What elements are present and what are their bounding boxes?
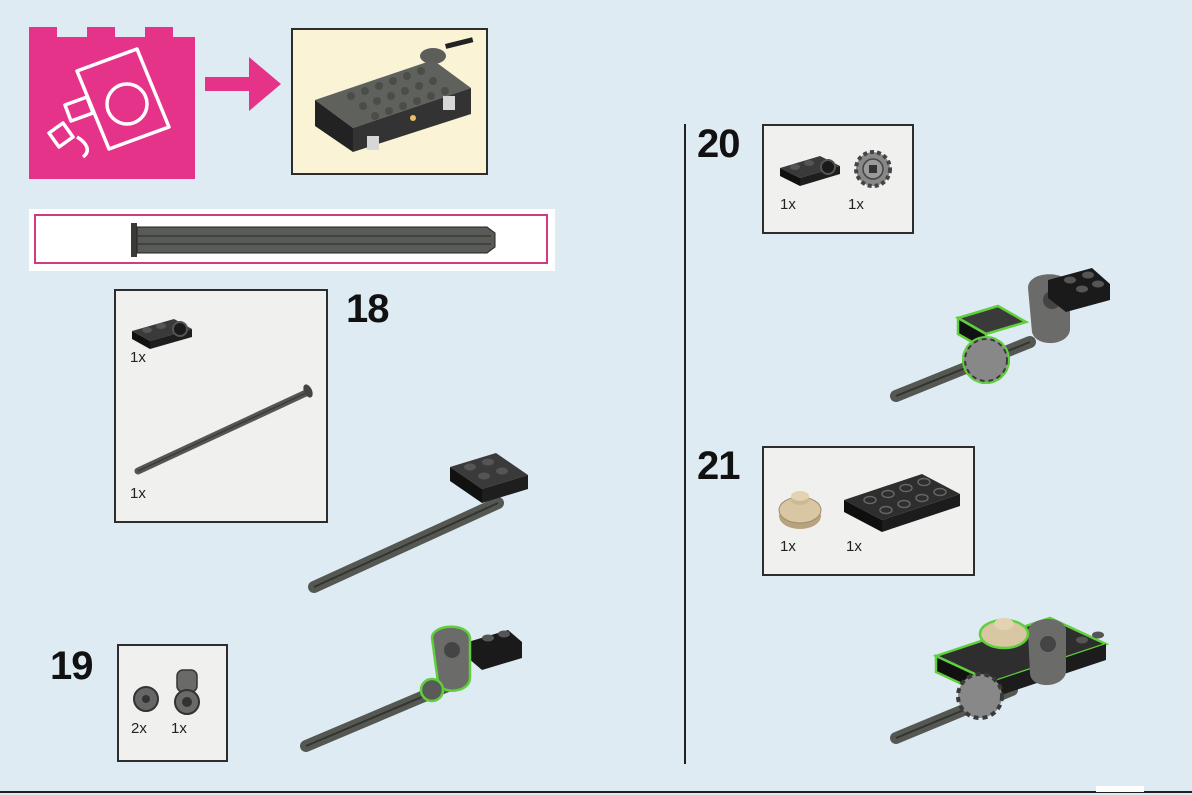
step-number: 19: [50, 646, 93, 686]
step-18-parts-box: 1x 1x: [114, 289, 328, 523]
step-number: 20: [697, 124, 740, 164]
part-quantity: 1x: [130, 349, 146, 366]
column-divider: [684, 124, 686, 764]
part-quantity: 1x: [780, 538, 796, 555]
part-quantity: 1x: [171, 720, 187, 737]
axle-icon: [29, 209, 555, 271]
chassis-model-icon: [293, 30, 486, 173]
axle-connector-icon: [169, 668, 209, 716]
bag-panel: [29, 27, 195, 179]
part-quantity: 1x: [848, 196, 864, 213]
step-20-parts-box: 1x 1x: [762, 124, 914, 234]
step-19-parts-box: 2x 1x: [117, 644, 228, 762]
bush-icon: [131, 684, 161, 714]
part-quantity: 1x: [780, 196, 796, 213]
round-plate-icon: [776, 486, 824, 532]
arrow-right-icon: [205, 57, 281, 111]
open-bag-icon: [29, 27, 195, 179]
step-number: 18: [346, 289, 389, 329]
part-quantity: 2x: [131, 720, 147, 737]
step-21-parts-box: 1x 1x: [762, 446, 975, 576]
axle-scale-panel: [29, 209, 555, 271]
plate-with-hole-icon: [778, 152, 842, 188]
step-20-assembly-icon: [880, 262, 1116, 412]
part-quantity: 1x: [846, 538, 862, 555]
plate-with-hole-icon: [130, 317, 194, 351]
page-bottom-rule: [0, 791, 1192, 793]
gear-icon: [852, 148, 894, 190]
axle-icon: [130, 381, 320, 481]
plate-2x4-icon: [842, 470, 962, 534]
step-21-assembly-icon: [880, 600, 1116, 752]
part-quantity: 1x: [130, 485, 146, 502]
step-number: 21: [697, 446, 740, 486]
step-19-assembly-icon: [292, 618, 532, 758]
page-edge-tab: [1096, 786, 1144, 792]
assembled-model-preview: [291, 28, 488, 175]
step-18-assembly-icon: [300, 445, 536, 600]
